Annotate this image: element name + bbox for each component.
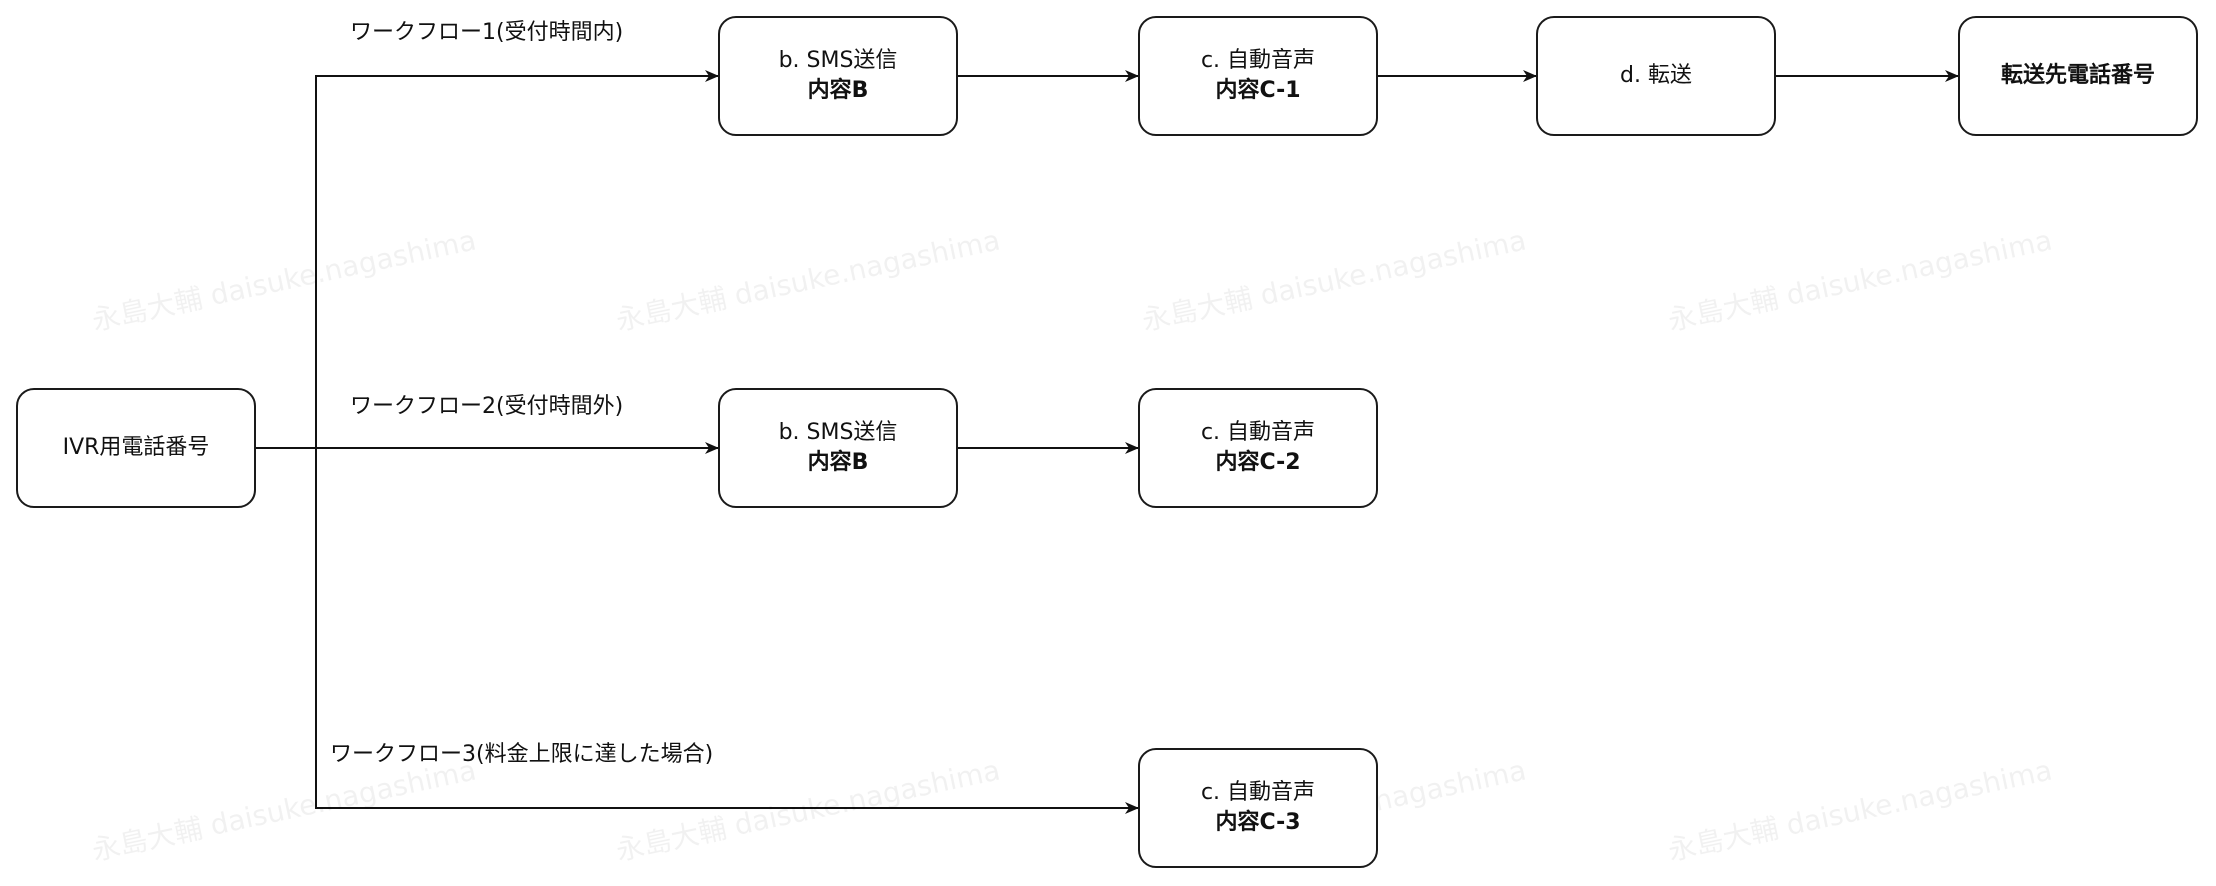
node-label: b. SMS送信 [778,48,898,73]
node-content: 内容B [807,78,869,103]
node-wf2-sms-send[interactable]: b. SMS送信 内容B [718,388,958,508]
workflow-3-label: ワークフロー3(料金上限に達した場合) [330,742,714,767]
node-label: IVR用電話番号 [62,435,210,460]
node-label: c. 自動音声 [1200,420,1316,445]
node-wf2-auto-voice[interactable]: c. 自動音声 内容C-2 [1138,388,1378,508]
node-content: 内容B [807,450,869,475]
workflow-1-label: ワークフロー1(受付時間内) [350,20,624,45]
node-label: 転送先電話番号 [2000,63,2155,88]
node-content: 内容C-1 [1215,78,1301,103]
node-content: 内容C-3 [1215,810,1301,835]
node-wf3-auto-voice[interactable]: c. 自動音声 内容C-3 [1138,748,1378,868]
node-wf1-transfer-destination[interactable]: 転送先電話番号 [1958,16,2198,136]
connector-wf3-branch [315,448,1139,814]
node-label: b. SMS送信 [778,420,898,445]
node-wf1-sms-send[interactable]: b. SMS送信 内容B [718,16,958,136]
node-label: c. 自動音声 [1200,780,1316,805]
node-label: d. 転送 [1620,63,1692,88]
node-content: 内容C-2 [1215,450,1301,475]
workflow-2-label: ワークフロー2(受付時間外) [350,394,624,419]
node-label: c. 自動音声 [1200,48,1316,73]
connector-wf1-branch [315,70,719,448]
node-ivr-phone-number[interactable]: IVR用電話番号 [16,388,256,508]
node-wf1-auto-voice[interactable]: c. 自動音声 内容C-1 [1138,16,1378,136]
node-wf1-transfer[interactable]: d. 転送 [1536,16,1776,136]
